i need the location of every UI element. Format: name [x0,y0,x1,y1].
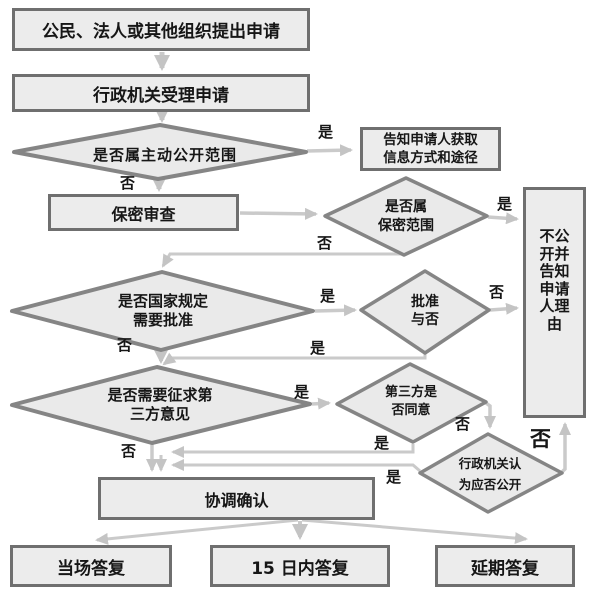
node-label: 不公开并告知申请人理由 [539,227,570,333]
connector-approve-notpublic-no [489,302,519,315]
diamond-label-is-public: 是否属主动公开范围 [92,146,237,164]
diamond-label-need-third: 是否需要征求第 三方意见 [107,386,213,423]
node-not-public: 不公开并告知申请人理由 [523,187,586,418]
node-reply-15days: 15 日内答复 [210,545,390,587]
node-label: 公民、法人或其他组织提出申请 [42,22,280,42]
edge-label-yes: 是 [497,195,513,213]
edge-label-no: 否 [489,283,505,301]
node-label: 延期答复 [471,558,539,579]
node-label: 协调确认 [204,490,269,510]
node-coordinate: 协调确认 [98,477,375,520]
node-accept: 行政机关受理申请 [12,74,310,112]
edge-label-no: 否 [120,174,136,192]
edge-label-yes: 是 [320,287,336,305]
node-label: 保密审查 [111,204,176,224]
node-start: 公民、法人或其他组织提出申请 [12,8,310,51]
node-review: 保密审查 [48,194,239,231]
node-label: 15 日内答复 [251,558,349,579]
edge-label-yes: 是 [310,339,326,357]
edge-label-yes: 是 [386,468,402,486]
diamond-third-agree [335,362,488,444]
node-reply-onspot: 当场答复 [10,545,172,587]
edge-label-yes: 是 [374,434,390,452]
connector-agree-return-yes [171,444,415,458]
diamond-label-need-approval: 是否国家规定 需要批准 [117,292,208,329]
diamond-label-agency-decide: 行政机关认 为应否公开 [458,456,522,492]
connector-ispublic-inform-yes [306,144,353,157]
edge-label-no: 否 [121,442,137,460]
diamond-need-approval [10,270,315,352]
connector-issecret-return-no [161,252,402,268]
diamond-need-third [10,365,312,445]
node-label: 行政机关受理申请 [93,85,229,106]
connector-agency-return-yes [171,459,421,473]
connector-coordinate-onspot [95,518,299,545]
diamond-agency-decide [418,432,564,514]
edge-label-no: 否 [117,336,133,354]
connector-approval-approve-yes [314,304,357,317]
edge-label-no: 否 [455,415,471,433]
diamond-is-public [12,123,308,181]
node-inform: 告知申请人获取 信息方式和途径 [360,127,501,171]
edge-label-no: 否 [530,427,551,451]
connector-agree-agency-no [484,401,496,429]
node-label: 告知申请人获取 信息方式和途径 [383,132,478,166]
diamond-is-secret [323,176,489,257]
edge-label-yes: 是 [318,123,334,141]
edge-label-yes: 是 [294,383,310,401]
diamond-approve [359,269,491,355]
edge-label-no: 否 [317,234,333,252]
diamond-label-is-secret: 是否属 保密范围 [378,199,434,234]
connector-issecret-notpublic-yes [487,212,519,225]
diamond-label-approve: 批准 与否 [411,294,439,328]
diamond-label-third-agree: 第三方是 否同意 [384,385,437,418]
connector-coordinate-delayed [301,518,528,545]
connector-review-issecret [239,207,318,220]
node-reply-delayed: 延期答复 [435,545,575,587]
node-label: 当场答复 [57,558,125,579]
connector-approve-return-yes [162,352,427,366]
connector-agency-notpublic-no [559,422,571,474]
connector-needthird-agree-yes [311,397,331,410]
